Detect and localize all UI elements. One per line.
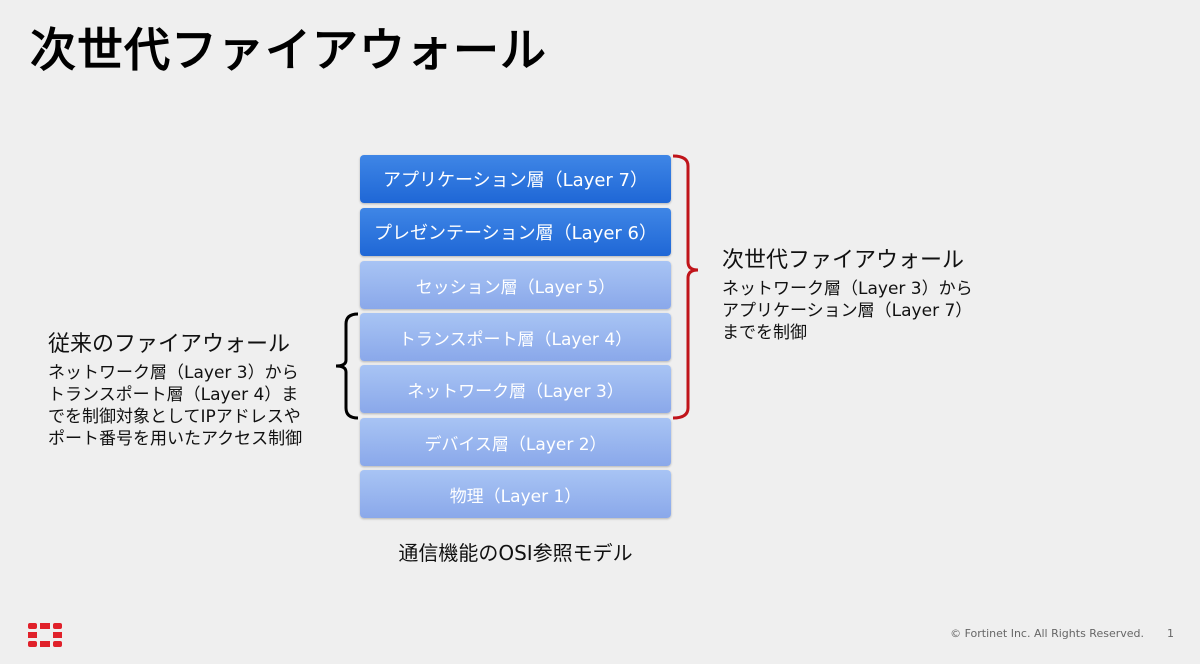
layer-6: プレゼンテーション層（Layer 6） bbox=[360, 208, 671, 256]
ngfw-description: 次世代ファイアウォール ネットワーク層（Layer 3）から アプリケーション層… bbox=[722, 242, 973, 344]
layer-2: デバイス層（Layer 2） bbox=[360, 418, 671, 466]
ngfw-heading: 次世代ファイアウォール bbox=[722, 248, 965, 273]
fortinet-logo-icon bbox=[28, 623, 62, 647]
layer-4: トランスポート層（Layer 4） bbox=[360, 313, 671, 361]
legacy-heading: 従来のファイアウォール bbox=[48, 332, 291, 357]
legacy-line-3: でを制御対象としてIPアドレスや bbox=[48, 407, 301, 427]
layer-5: セッション層（Layer 5） bbox=[360, 261, 671, 309]
legacy-line-4: ポート番号を用いたアクセス制御 bbox=[48, 429, 303, 449]
ngfw-line-2: アプリケーション層（Layer 7） bbox=[722, 301, 973, 321]
page-title: 次世代ファイアウォール bbox=[30, 23, 547, 77]
legacy-bracket bbox=[335, 312, 359, 420]
legacy-line-1: ネットワーク層（Layer 3）から bbox=[48, 363, 299, 383]
ngfw-line-3: までを制御 bbox=[722, 323, 807, 343]
page-number: 1 bbox=[1167, 627, 1174, 640]
ngfw-bracket bbox=[672, 154, 699, 420]
diagram-caption: 通信機能のOSI参照モデル bbox=[398, 541, 633, 565]
legacy-description: 従来のファイアウォール ネットワーク層（Layer 3）から トランスポート層（… bbox=[48, 326, 302, 450]
layer-3: ネットワーク層（Layer 3） bbox=[360, 365, 671, 413]
layer-7: アプリケーション層（Layer 7） bbox=[360, 155, 671, 203]
ngfw-line-1: ネットワーク層（Layer 3）から bbox=[722, 279, 973, 299]
copyright-footer: © Fortinet Inc. All Rights Reserved. bbox=[950, 627, 1144, 640]
legacy-line-2: トランスポート層（Layer 4）ま bbox=[48, 385, 299, 405]
layer-1: 物理（Layer 1） bbox=[360, 470, 671, 518]
